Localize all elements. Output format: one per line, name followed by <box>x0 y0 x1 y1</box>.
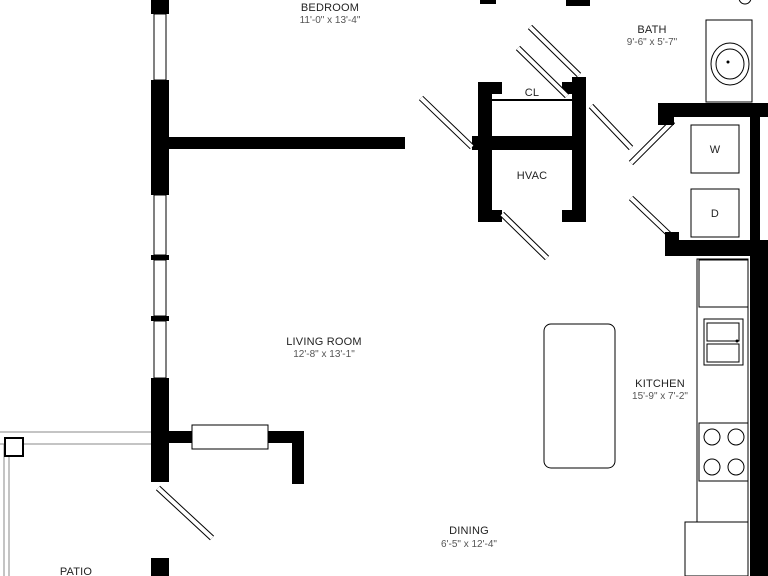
closet-hvac-walls <box>472 77 586 222</box>
corner-fixture <box>738 0 752 5</box>
patio-railing <box>0 431 151 576</box>
bedroom-dims: 11'-0" x 13'-4" <box>300 15 361 26</box>
dining-label: DINING <box>449 525 489 537</box>
patio-label: PATIO <box>60 566 93 576</box>
kitchen-sink <box>703 318 744 366</box>
washer <box>690 124 740 174</box>
window-bedroom <box>153 13 167 81</box>
bedroom-label: BEDROOM <box>301 2 359 14</box>
top-wall-fragment-left <box>480 0 496 4</box>
patio-door-threshold <box>191 424 269 450</box>
window-living-upper <box>153 194 167 256</box>
door-panels <box>155 24 676 541</box>
window-living-lower <box>153 320 167 379</box>
kitchen-label: KITCHEN <box>635 378 685 390</box>
left-exterior-wall <box>151 0 169 576</box>
bedroom-partition-wall <box>160 137 405 149</box>
dryer-label: D <box>711 208 719 220</box>
kitchen-island <box>543 323 616 469</box>
patio-return-wall <box>292 431 304 484</box>
dining-dims: 6'-5" x 12'-4" <box>441 539 497 550</box>
living-room-dims: 12'-8" x 13'-1" <box>293 349 355 360</box>
window-living-middle <box>153 259 167 317</box>
dryer <box>690 188 740 238</box>
bath-laundry-walls <box>658 103 768 256</box>
fridge <box>698 259 749 308</box>
patio-post <box>4 437 24 457</box>
kitchen-right-wall <box>750 256 768 576</box>
washer-label: W <box>710 144 721 156</box>
kitchen-dims: 15'-9" x 7'-2" <box>632 391 688 402</box>
bath-label: BATH <box>637 24 666 36</box>
stove <box>698 422 749 482</box>
top-wall-fragment-right <box>566 0 590 6</box>
kitchen-base-cabinet <box>684 521 749 576</box>
closet-label: CL <box>525 87 539 99</box>
bath-dims: 9'-6" x 5'-7" <box>627 37 678 48</box>
bath-sink <box>705 19 753 103</box>
hvac-label: HVAC <box>517 170 548 182</box>
living-room-label: LIVING ROOM <box>286 336 362 348</box>
